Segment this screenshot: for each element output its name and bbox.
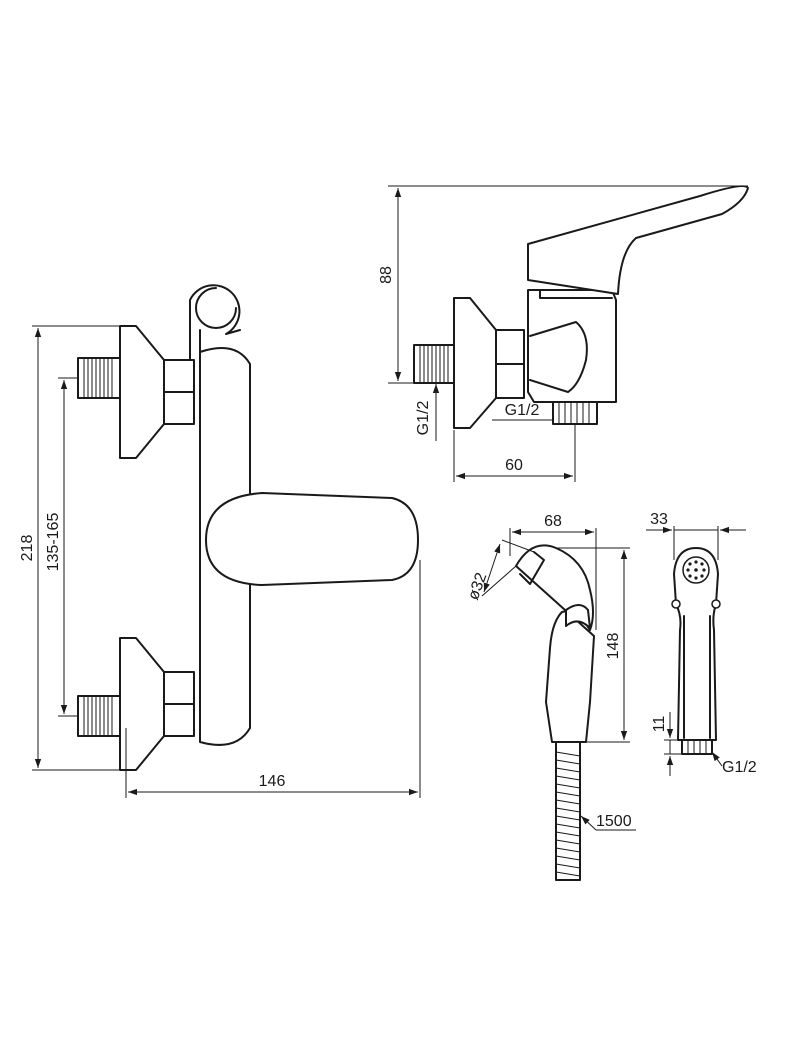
dim-spray-thread: G1/2 — [711, 751, 757, 776]
bottom-thread-lines — [83, 696, 113, 736]
dim-spray-thread-length: 11 — [651, 712, 682, 776]
dim-spray-diameter-label: ø32 — [465, 571, 490, 603]
hand-spray-side: 68 ø32 148 1500 — [465, 513, 636, 881]
bottom-threaded-inlet — [77, 695, 121, 737]
dim-spray-height-label: 148 — [605, 633, 622, 660]
spray-head-band — [519, 551, 545, 585]
spray-body — [515, 544, 595, 743]
side-flange — [453, 297, 497, 429]
bottom-flange — [119, 637, 165, 771]
dim-inlet-spacing: 135-165 — [45, 377, 78, 717]
dim-side-depth-label: 60 — [505, 457, 523, 474]
side-thread-lines — [419, 345, 449, 383]
dim-overall-width: 146 — [125, 560, 421, 798]
top-threaded-inlet — [77, 357, 121, 399]
dim-outlet-thread: G1/2 — [492, 402, 553, 421]
hand-spray-front: 33 11 G1/2 — [646, 511, 757, 776]
dim-hose-length: 1500 — [580, 813, 636, 831]
spray-side-button-2 — [671, 599, 681, 609]
top-inlet-assembly — [77, 325, 195, 459]
side-body — [527, 289, 617, 403]
dim-inlet-spacing-label: 135-165 — [45, 513, 62, 572]
dim-inlet-thread-label: G1/2 — [415, 401, 432, 436]
dim-spray-thread-length-label: 11 — [651, 716, 668, 733]
dim-outlet-thread-label: G1/2 — [505, 402, 540, 419]
dim-overall-width-label: 146 — [259, 773, 286, 790]
side-outlet-thread — [552, 401, 598, 425]
dim-side-depth: 60 — [453, 425, 576, 482]
dim-spray-length-label: 68 — [544, 513, 562, 530]
dim-handle-height-label: 88 — [378, 266, 395, 284]
bottom-inlet-assembly — [77, 637, 195, 771]
dim-spray-height: 148 — [556, 547, 630, 743]
side-threaded-inlet — [413, 344, 455, 384]
spray-side-button — [711, 599, 721, 609]
hose-lines — [555, 751, 581, 877]
side-view-mixer: 88 G1/2 G1/2 60 — [378, 185, 749, 482]
top-thread-lines — [83, 358, 113, 398]
dim-spray-width-label: 33 — [650, 511, 668, 528]
spray-trigger — [565, 604, 591, 629]
dim-overall-height-label: 218 — [19, 535, 36, 562]
side-outlet-thread-lines — [558, 402, 590, 424]
spray-front-thread-lines — [687, 740, 707, 754]
dim-overall-height: 218 — [19, 325, 120, 771]
side-handle-lever — [527, 185, 749, 295]
dim-spray-length: 68 — [509, 513, 597, 630]
dim-handle-height: 88 — [378, 185, 748, 384]
mixer-handle — [205, 492, 419, 586]
front-view-mixer: 218 135-165 146 — [19, 284, 421, 798]
top-flange — [119, 325, 165, 459]
shower-holder-hook — [189, 284, 241, 421]
dim-inlet-thread: G1/2 — [415, 384, 440, 441]
spray-nozzle-dots — [682, 556, 710, 584]
dim-spray-thread-label: G1/2 — [722, 759, 757, 776]
dim-spray-width: 33 — [646, 511, 746, 560]
spray-front-thread — [681, 739, 713, 755]
dim-hose-length-label: 1500 — [596, 813, 632, 830]
